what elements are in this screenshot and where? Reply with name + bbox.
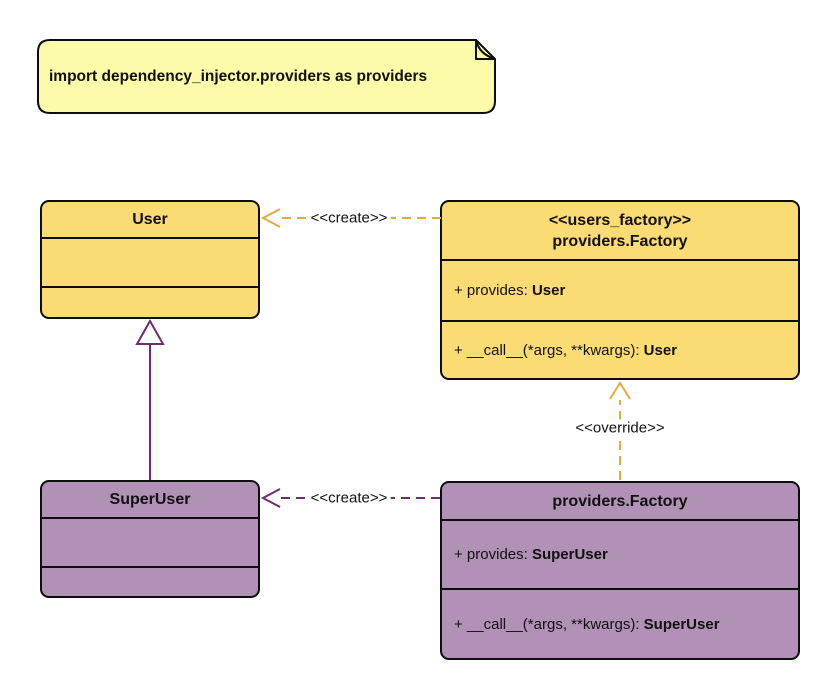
class-user-title: User	[132, 211, 168, 228]
class-superuser-title: SuperUser	[109, 491, 191, 508]
class-users-factory-stereotype: <<users_factory>>	[548, 211, 692, 229]
class-superusers-factory: providers.Factory + provides: SuperUser …	[440, 481, 800, 660]
method-call: + __call__(*args, **kwargs): User	[454, 341, 678, 359]
class-users-factory-name: providers.Factory	[552, 232, 688, 250]
class-users-factory-methods: + __call__(*args, **kwargs): User	[442, 320, 798, 378]
class-user-methods	[42, 286, 258, 317]
class-users-factory: <<users_factory>> providers.Factory + pr…	[440, 200, 800, 380]
class-users-factory-title: <<users_factory>> providers.Factory	[442, 202, 798, 259]
class-superusers-factory-methods: + __call__(*args, **kwargs): SuperUser	[442, 588, 798, 658]
attribute-provides: + provides: SuperUser	[454, 546, 608, 563]
class-superusers-factory-attributes: + provides: SuperUser	[442, 519, 798, 588]
import-note-text: import dependency_injector.providers as …	[49, 67, 428, 85]
inheritance-arrow	[135, 318, 165, 480]
class-user-attributes	[42, 237, 258, 286]
class-users-factory-attributes: + provides: User	[442, 259, 798, 320]
class-superusers-factory-title: providers.Factory	[552, 492, 688, 510]
class-superuser: SuperUser	[40, 480, 260, 598]
attribute-provides: + provides: User	[454, 282, 566, 299]
method-call: + __call__(*args, **kwargs): SuperUser	[454, 615, 720, 633]
create-superuser-label: <<create>>	[307, 489, 391, 507]
override-label: <<override>>	[572, 419, 668, 437]
class-superuser-methods	[42, 566, 258, 596]
class-user: User	[40, 200, 260, 319]
create-user-label: <<create>>	[307, 209, 391, 227]
class-superuser-attributes	[42, 517, 258, 566]
